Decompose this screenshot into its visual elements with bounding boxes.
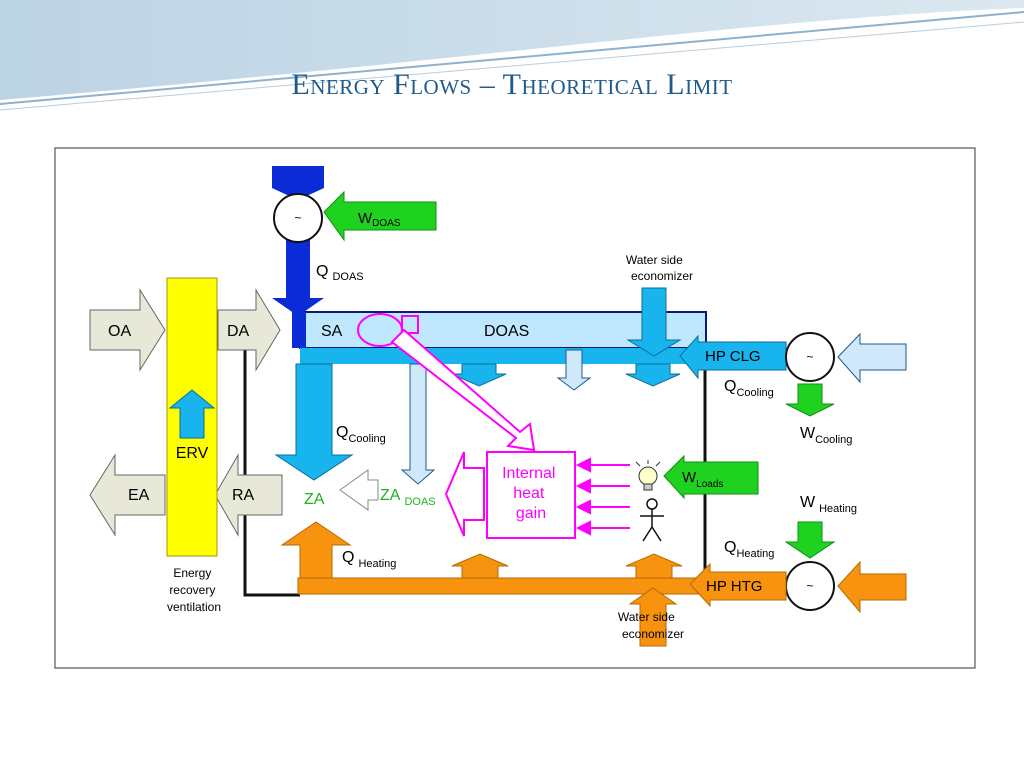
slide-title: Energy Flows – Theoretical Limit [291, 68, 733, 101]
internal-gain-input-arrows [575, 457, 630, 536]
hp-clg-label: HP CLG [705, 348, 761, 365]
doas-zone-supply-stub [401, 315, 419, 334]
doas-to-internal-gain-arrow [390, 328, 536, 452]
cooling-rejection-arrow [837, 332, 907, 384]
erv-label: ERV [176, 445, 209, 462]
q-heating-hp-label: QHeating [724, 539, 774, 560]
oa-arrow [89, 288, 166, 372]
oa-label: OA [108, 323, 131, 340]
q-cooling-zone-label: QCooling [336, 424, 386, 445]
person-icon [640, 498, 664, 542]
ea-label: EA [128, 487, 150, 504]
q-cooling-arrow [274, 363, 354, 481]
za-label: ZA [304, 491, 325, 508]
w-heating-arrow [784, 521, 836, 559]
chw-arrow-3 [625, 363, 681, 387]
ra-label: RA [232, 487, 255, 504]
hp-clg-compressor-icon [785, 332, 835, 382]
ea-arrow [89, 453, 166, 537]
da-label: DA [227, 323, 250, 340]
internal-heat-gain-box [486, 451, 576, 539]
za-doas-supply-arrow [400, 363, 436, 485]
hot-water-pipe [297, 577, 709, 595]
doas-damper [292, 312, 306, 348]
diagram-frame [54, 147, 976, 669]
chw-arrow-1 [451, 363, 507, 387]
water-side-economizer-top-label: Water side economizer [626, 253, 693, 283]
heating-source-arrow [837, 560, 907, 614]
hp-htg-symbol: ~ [806, 579, 813, 593]
hw-arrow-1 [451, 553, 509, 579]
w-cooling-arrow [785, 383, 835, 417]
w-doas-arrow [323, 190, 437, 242]
internal-heat-gain-label: Internal heat gain [502, 465, 560, 522]
chilled-water-pipe [300, 348, 706, 364]
hp-clg-symbol: ~ [806, 350, 813, 364]
w-loads-arrow [663, 454, 759, 500]
water-side-economizer-top-arrow [626, 287, 682, 357]
hw-arrow-2 [625, 553, 683, 579]
hp-htg-label: HP HTG [706, 578, 762, 595]
q-heating-arrow [280, 521, 352, 579]
erv-transfer-arrow [168, 389, 216, 439]
q-doas-arrow [272, 238, 324, 316]
ra-arrow [214, 453, 283, 537]
da-arrow [217, 288, 281, 372]
hp-htg-arrow [689, 562, 787, 608]
doas-fan-symbol: ~ [294, 211, 301, 225]
chw-arrow-2 [556, 349, 592, 391]
building-outline-left [243, 350, 300, 597]
q-cooling-hp-label: QCooling [724, 378, 774, 399]
doas-intake-arrow-head [272, 166, 324, 200]
internal-gain-arrow [444, 451, 485, 537]
w-doas-label: WDOAS [358, 210, 401, 229]
doas-label: DOAS [484, 323, 529, 340]
w-loads-label: WLoads [682, 469, 723, 490]
w-cooling-label: WCooling [800, 425, 852, 446]
water-side-economizer-bottom-arrow [628, 587, 678, 647]
sa-label: SA [321, 323, 343, 340]
water-side-economizer-bottom-label: Water side economizer [618, 610, 684, 641]
za-return-arrow [339, 469, 379, 511]
lightbulb-icon [635, 460, 661, 491]
erv-caption: Energy recovery ventilation [167, 566, 221, 614]
doas-fan-icon [273, 193, 323, 243]
header-swoosh [0, 0, 1024, 111]
